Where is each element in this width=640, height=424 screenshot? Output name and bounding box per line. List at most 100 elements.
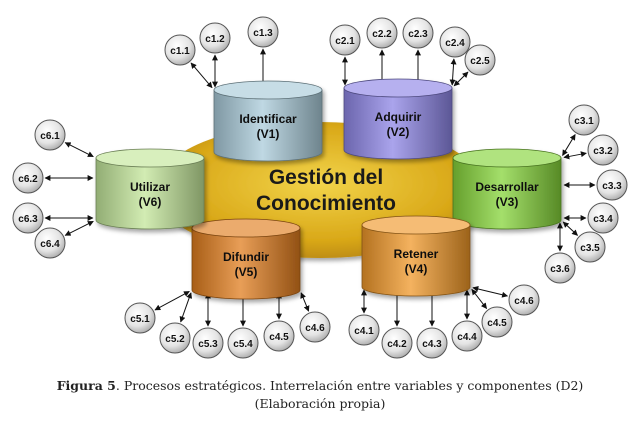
component-label: c4.2 [387,339,407,350]
component-label: c6.3 [18,214,38,225]
component-circle [199,22,231,54]
component-c2.3: c2.3 [402,17,434,49]
component-label: c1.3 [253,28,273,39]
process-code: (V6) [139,195,162,209]
link-arrow [300,292,310,312]
component-circle [227,327,259,359]
component-c1.1: c1.1 [164,34,196,66]
component-label: c2.4 [445,38,465,49]
process-code: (V4) [405,262,428,276]
component-c4.3: c4.3 [416,327,448,359]
component-circle [329,24,361,56]
component-label: c2.1 [335,36,355,47]
component-circle [481,306,513,338]
component-circle [381,327,413,359]
process-v2: Adquirir(V2) [343,78,453,160]
component-circle [263,320,295,352]
component-circle [124,302,156,334]
link-arrow [154,290,190,311]
component-circle [416,327,448,359]
link-arrow [449,58,457,86]
component-c5.3: c5.3 [192,327,224,359]
component-c4.5: c4.5 [481,306,513,338]
process-name: Desarrollar [475,180,539,194]
component-c4.4: c4.4 [451,320,483,352]
component-label: c3.1 [574,116,594,127]
component-label: c5.3 [198,339,218,350]
component-circle [587,202,619,234]
component-label: c4.4 [457,332,477,343]
component-circle [299,311,331,343]
component-circle [464,44,496,76]
cylinder-top [452,148,562,168]
process-name: Adquirir [375,110,422,124]
knowledge-management-diagram: Gestión del Conocimiento Identificar(V1)… [12,16,628,359]
component-c4.2: c4.2 [381,327,413,359]
component-label: c5.2 [165,334,185,345]
component-c2.1: c2.1 [329,24,361,56]
component-c4.6: c4.6 [299,311,331,343]
component-c6.3: c6.3 [12,202,44,234]
component-circle [596,169,628,201]
cylinder-body [213,89,323,162]
center-title-line2: Conocimiento [256,192,396,215]
cylinder-body [361,224,471,297]
component-label: c6.4 [40,239,60,250]
component-circle [451,320,483,352]
component-label: c4.6 [514,296,534,307]
component-c2.5: c2.5 [464,44,496,76]
component-label: c3.6 [550,264,570,275]
component-circle [544,252,576,284]
component-label: c6.2 [18,174,38,185]
component-circle [34,227,66,259]
process-v5: Difundir(V5) [191,218,301,300]
process-v6: Utilizar(V6) [95,148,205,230]
component-label: c4.5 [487,318,507,329]
link-arrow [190,62,213,89]
cylinder-top [343,78,453,98]
cylinder-top [95,148,205,168]
component-label: c4.5 [269,332,289,343]
component-c3.2: c3.2 [587,134,619,166]
process-v4: Retener(V4) [361,215,471,297]
cylinder-body [191,227,301,300]
component-c3.4: c3.4 [587,202,619,234]
component-c2.2: c2.2 [366,17,398,49]
cylinder-top [191,218,301,238]
component-label: c6.1 [40,131,60,142]
component-label: c1.1 [170,46,190,57]
component-circle [12,202,44,234]
cylinder-top [361,215,471,235]
component-label: c2.3 [408,29,428,40]
process-code: (V5) [235,265,258,279]
component-c5.2: c5.2 [159,322,191,354]
link-arrow [179,292,193,323]
component-label: c1.2 [205,34,225,45]
center-title-line1: Gestión del [269,166,383,189]
component-circle [439,26,471,58]
process-cylinders: Identificar(V1)Adquirir(V2)Desarrollar(V… [95,78,562,300]
process-v3: Desarrollar(V3) [452,148,562,230]
component-c5.4: c5.4 [227,327,259,359]
component-label: c4.6 [305,323,325,334]
component-label: c2.2 [372,29,392,40]
component-label: c5.1 [130,314,150,325]
component-bubbles: c1.1 c1.2 c1.3 c2.1 c2.2 c2.3 c2.4 c2.5 c3.1 c3.2… [12,16,628,359]
component-c6.4: c6.4 [34,227,66,259]
component-c1.2: c1.2 [199,22,231,54]
process-code: (V3) [496,195,519,209]
component-circle [508,284,540,316]
component-label: c5.4 [233,339,253,350]
component-label: c2.5 [470,56,490,67]
link-arrow [563,151,587,160]
link-arrow [453,71,469,87]
link-arrow [562,221,578,236]
component-c6.2: c6.2 [12,162,44,194]
component-c2.4: c2.4 [439,26,471,58]
component-circle [12,162,44,194]
process-name: Retener [394,247,439,261]
figure-caption: Figura 5. Procesos estratégicos. Interre… [0,378,640,393]
component-circle [402,17,434,49]
process-name: Difundir [223,250,269,264]
